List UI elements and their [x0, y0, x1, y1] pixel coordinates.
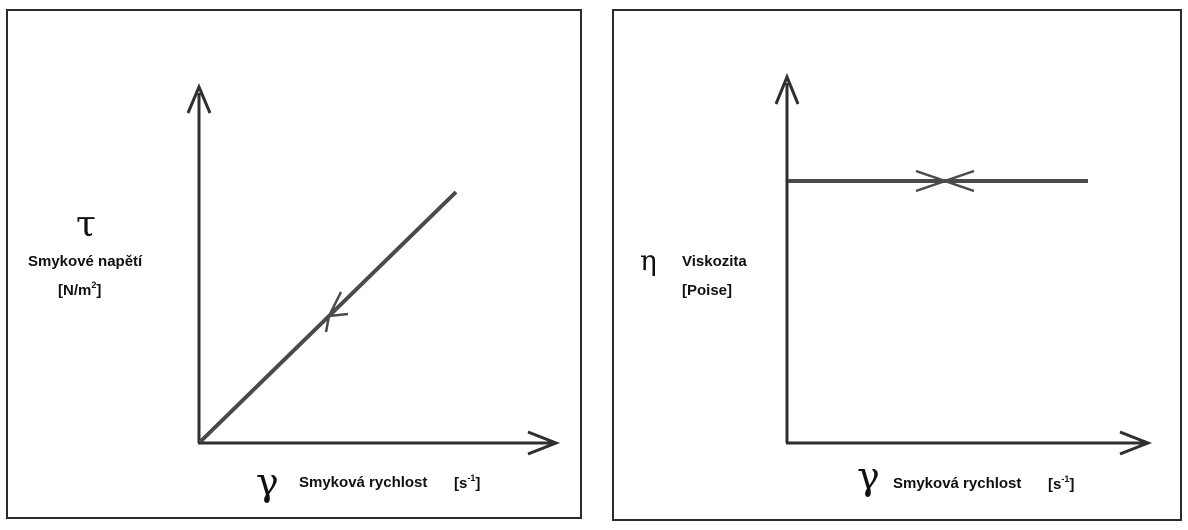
x-axis-arrowhead — [1119, 430, 1153, 456]
y-axis-arrowhead — [186, 83, 212, 114]
y-axis-label: Smykové napětí — [28, 253, 143, 270]
decreasing-direction-arrow — [941, 169, 975, 193]
x-axis-label: Smyková rychlost — [893, 475, 1022, 492]
shear-stress-diagram-panel: τ Smykové napětí [N/m2] γ Smyková rychlo… — [6, 9, 582, 519]
y-axis-unit: [N/m2] — [58, 280, 102, 299]
x-axis-label: Smyková rychlost — [299, 474, 428, 491]
decreasing-direction-arrow — [326, 291, 349, 318]
viscosity-diagram-panel: η Viskozita [Poise] γ Smyková rychlost [… — [612, 9, 1182, 521]
y-axis-label: Viskozita — [682, 253, 747, 270]
gamma-symbol: γ — [857, 454, 880, 498]
tau-symbol: τ — [76, 204, 96, 245]
viscosity-diagram-svg — [774, 73, 1153, 456]
y-axis-unit: [Poise] — [682, 282, 733, 299]
gamma-symbol: γ — [256, 460, 279, 504]
x-axis-unit: [s-1] — [454, 473, 481, 492]
x-axis-arrowhead — [527, 430, 561, 456]
shear-stress-diagram-svg — [186, 83, 561, 456]
y-axis-arrowhead — [774, 73, 800, 105]
eta-symbol: η — [640, 244, 657, 277]
x-axis-unit: [s-1] — [1048, 474, 1075, 493]
